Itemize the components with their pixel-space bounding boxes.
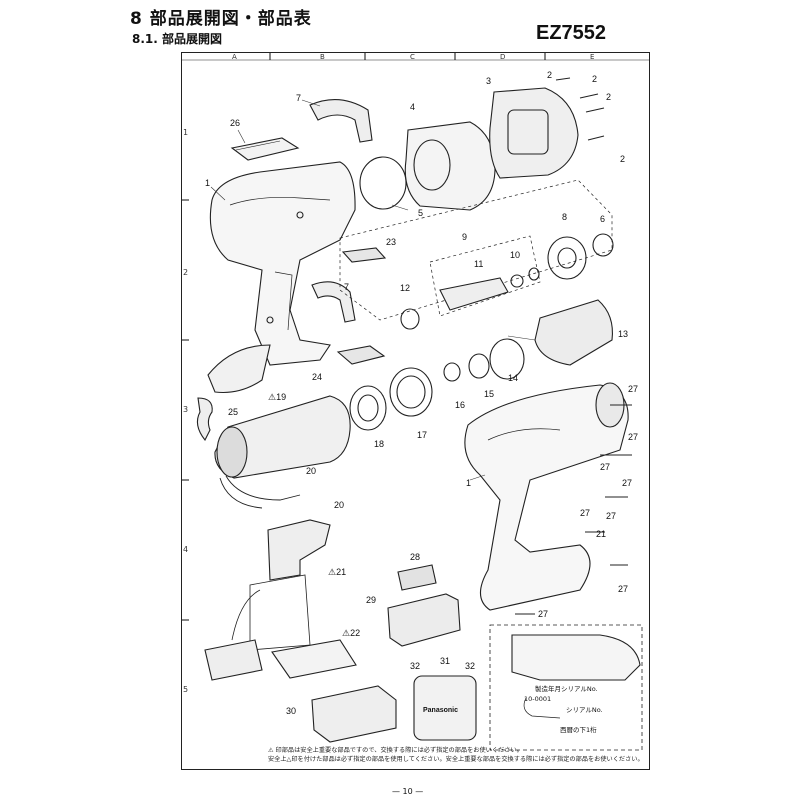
callout-label: 29: [366, 595, 376, 605]
callout-label: 28: [410, 552, 420, 562]
callout-label: 20: [306, 466, 316, 476]
callout-label: 27: [622, 478, 632, 488]
callout-label: 1: [466, 478, 471, 488]
grid-column-label: C: [410, 53, 415, 61]
footnote: 安全上△印を付けた部品は必ず指定の部品を使用してください。安全上重要な部品を交換…: [268, 756, 644, 763]
brand-label: Panasonic: [423, 707, 458, 714]
callout-label: 9: [462, 232, 467, 242]
grid-row-label: 2: [183, 268, 189, 277]
grid-column-label: A: [232, 53, 237, 61]
grid-column-label: B: [320, 53, 325, 61]
callout-label: 17: [417, 430, 427, 440]
callout-label: 20: [334, 500, 344, 510]
callout-label: 16: [455, 400, 465, 410]
callout-label: 21: [596, 529, 606, 539]
model-number: EZ7552: [536, 22, 607, 44]
grid-row-label: 4: [183, 545, 189, 554]
subsection-title: 8.1. 部品展開図: [132, 32, 222, 46]
diagram-frame: [181, 52, 650, 770]
callout-label: ⚠19: [268, 392, 286, 402]
callout-label: 3: [486, 76, 491, 86]
callout-label: 2: [620, 154, 625, 164]
date-note: 西暦の下1桁: [560, 725, 597, 734]
serial-value: 10-0001: [524, 695, 551, 703]
callout-label: 10: [510, 250, 520, 260]
serial-label: 製造年月シリアルNo.: [535, 684, 598, 693]
callout-label: 6: [600, 214, 605, 224]
section-title: 8 部品展開図・部品表: [130, 9, 312, 29]
callout-label: ⚠21: [328, 567, 346, 577]
callout-label: 27: [538, 609, 548, 619]
callout-label: 8: [562, 212, 567, 222]
callout-label: 27: [628, 432, 638, 442]
callout-label: 32: [410, 661, 420, 671]
callout-label: 7: [296, 93, 301, 103]
callout-label: 32: [465, 661, 475, 671]
footnote: ⚠ 印部品は安全上重要な部品ですので、交換する際には必ず指定の部品をお使いくださ…: [268, 747, 523, 754]
callout-label: 15: [484, 389, 494, 399]
callout-label: 14: [508, 373, 518, 383]
callout-label: 23: [386, 237, 396, 247]
callout-label: 13: [618, 329, 628, 339]
callout-label: 2: [592, 74, 597, 84]
grid-row-label: 1: [183, 128, 189, 137]
callout-label: 27: [618, 584, 628, 594]
grid-column-label: D: [500, 53, 506, 61]
callout-label: ⚠22: [342, 628, 360, 638]
callout-label: 24: [312, 372, 322, 382]
callout-label: 11: [474, 259, 483, 269]
callout-label: 2: [606, 92, 611, 102]
callout-label: 30: [286, 706, 296, 716]
callout-label: 4: [410, 102, 415, 112]
callout-label: 27: [606, 511, 616, 521]
page-number: — 10 —: [392, 787, 424, 796]
callout-label: 12: [400, 283, 410, 293]
callout-label: 27: [580, 508, 590, 518]
callout-label: 27: [628, 384, 638, 394]
callout-label: 26: [230, 118, 240, 128]
grid-row-label: 3: [183, 405, 189, 414]
callout-label: 5: [418, 208, 423, 218]
callout-label: 18: [374, 439, 384, 449]
callout-label: 27: [600, 462, 610, 472]
grid-column-label: E: [590, 53, 595, 61]
grid-row-label: 5: [183, 685, 189, 694]
serial-short-label: シリアルNo.: [566, 706, 603, 714]
callout-label: 1: [205, 178, 210, 188]
callout-label: 31: [440, 656, 450, 666]
callout-label: 25: [228, 407, 238, 417]
callout-label: 2: [547, 70, 552, 80]
callout-label: 7: [344, 282, 349, 292]
